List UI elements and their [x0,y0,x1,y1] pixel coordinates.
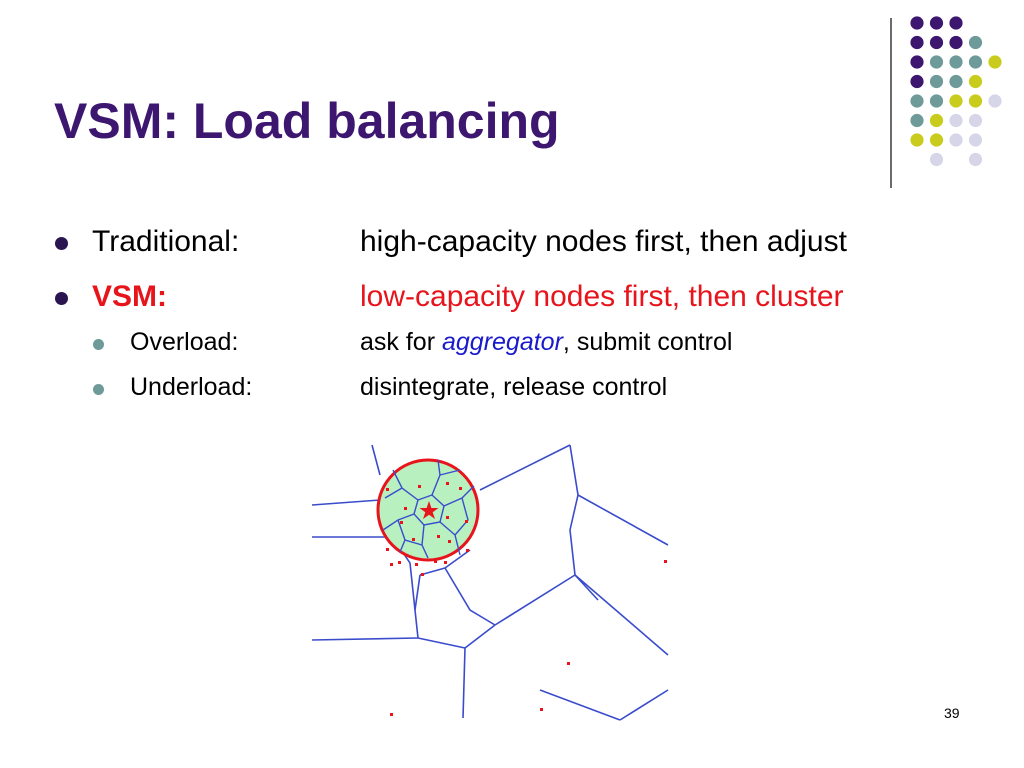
bullet-label: VSM: [92,280,167,313]
node-point [444,561,447,564]
subbullet-label: Overload: [130,328,239,356]
node-point [386,488,389,491]
voronoi-edge [414,574,421,611]
voronoi-edge [577,494,669,546]
text-after: , submit control [562,328,733,356]
node-point [459,487,462,490]
node-point [415,563,418,566]
subbullet-marker [93,339,104,350]
aggregator-star-icon [419,501,439,519]
text-before: ask for [360,328,442,356]
cluster-voronoi-edges [382,459,475,559]
node-point [434,560,437,563]
voronoi-edge [494,574,576,626]
node-point [418,485,421,488]
subbullet-marker [93,384,104,395]
node-point [398,561,401,564]
voronoi-edge [311,637,419,641]
node-point [446,516,449,519]
voronoi-edge [417,637,466,649]
voronoi-edge [479,444,571,491]
voronoi-edge [619,689,669,721]
node-point [567,662,570,665]
bullet-text: low-capacity nodes first, then cluster [360,280,844,313]
node-point [400,521,403,524]
voronoi-edge [464,624,496,649]
node-point [540,708,543,711]
node-point [437,535,440,538]
subbullet-text: disintegrate, release control [360,373,668,401]
voronoi-edge [444,549,471,569]
node-point [448,540,451,543]
voronoi-edge [574,574,599,601]
voronoi-edge [462,647,466,719]
node-point [390,563,393,566]
voronoi-edge [419,567,446,576]
bullet-list: Traditional: high-capacity nodes first, … [55,225,847,401]
node-point [421,573,424,576]
subbullet-text: ask for aggregator, submit control [360,328,732,357]
voronoi-edge [569,444,579,496]
slide-title: VSM: Load balancing [54,93,560,149]
node-point [390,713,393,716]
node-point [404,507,407,510]
voronoi-edge [311,499,381,506]
voronoi-edge [444,567,496,626]
node-point [446,482,449,485]
subbullet-label: Underload: [130,373,253,401]
node-point [664,560,667,563]
voronoi-edge [414,609,419,639]
bullet-marker [55,237,68,250]
node-point [412,538,415,541]
voronoi-edge [371,444,381,476]
node-point [465,520,468,523]
aggregator-highlight: aggregator [441,328,563,356]
node-point [466,549,469,552]
voronoi-edge [399,539,406,553]
page-number: 39 [944,705,960,721]
bullet-text: high-capacity nodes first, then adjust [360,225,847,258]
bullet-label: Traditional: [92,225,240,258]
voronoi-edge [574,574,669,656]
voronoi-edge [539,689,621,721]
title-divider [890,18,892,188]
outer-voronoi-edges [311,444,669,721]
voronoi-edge [569,494,579,576]
node-point [386,548,389,551]
voronoi-edge [384,487,403,499]
bullet-marker [55,292,68,305]
voronoi-edge [439,469,461,476]
node-points [386,482,667,716]
voronoi-diagram [311,444,669,721]
